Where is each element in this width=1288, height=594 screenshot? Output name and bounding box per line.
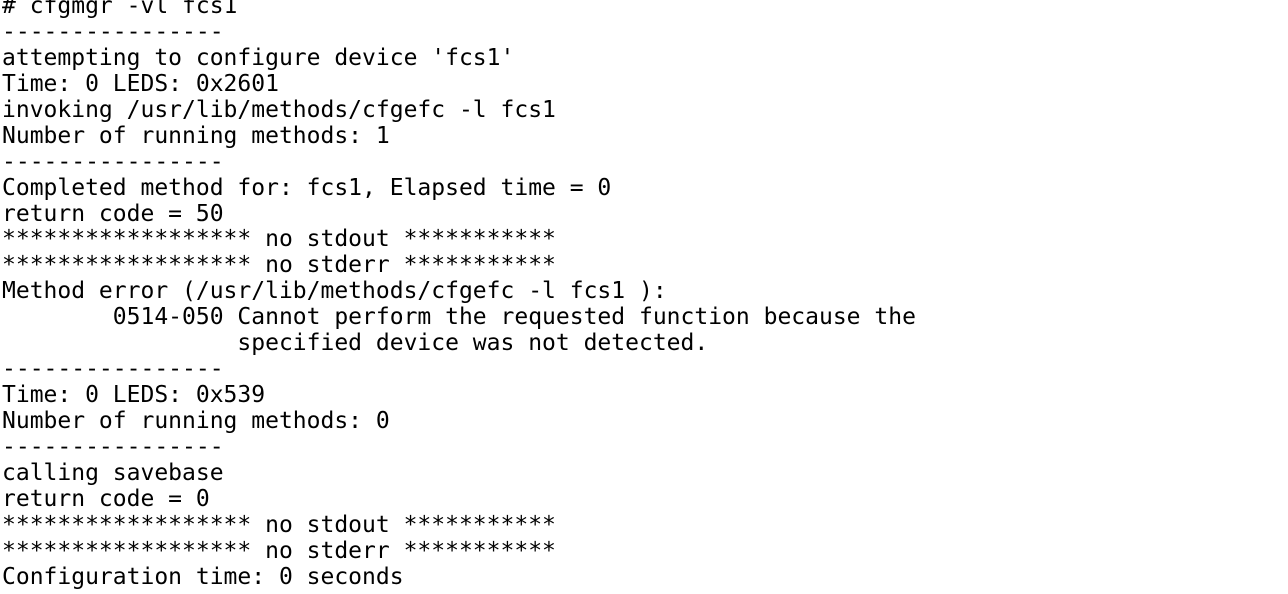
terminal-line-separator: ---------------- bbox=[2, 148, 224, 175]
terminal-line-error: specified device was not detected. bbox=[2, 330, 709, 357]
terminal-line: ****************** no stderr *********** bbox=[2, 252, 556, 279]
terminal-line: attempting to configure device 'fcs1' bbox=[2, 44, 515, 71]
terminal-line: ****************** no stdout *********** bbox=[2, 226, 556, 253]
terminal-line: calling savebase bbox=[2, 459, 224, 486]
terminal-line: return code = 0 bbox=[2, 485, 210, 512]
terminal-line-separator: ---------------- bbox=[2, 433, 224, 460]
terminal-line: Completed method for: fcs1, Elapsed time… bbox=[2, 174, 612, 201]
terminal-line-separator: ---------------- bbox=[2, 356, 224, 383]
terminal-line-error: 0514-050 Cannot perform the requested fu… bbox=[2, 304, 916, 331]
terminal-line: Time: 0 LEDS: 0x2601 bbox=[2, 70, 279, 97]
terminal-line: return code = 50 bbox=[2, 200, 224, 227]
terminal-line: Configuration time: 0 seconds bbox=[2, 563, 404, 590]
terminal-line: Time: 0 LEDS: 0x539 bbox=[2, 382, 266, 409]
terminal-line: ****************** no stdout *********** bbox=[2, 511, 556, 538]
terminal-line: Number of running methods: 1 bbox=[2, 122, 390, 149]
terminal-line: ****************** no stderr *********** bbox=[2, 537, 556, 564]
terminal-line: invoking /usr/lib/methods/cfgefc -l fcs1 bbox=[2, 96, 556, 123]
terminal-line: Number of running methods: 0 bbox=[2, 408, 390, 434]
terminal-line-separator: ---------------- bbox=[2, 18, 224, 45]
terminal-line-command: # cfgmgr -vl fcs1 bbox=[2, 0, 238, 19]
terminal-line-error: Method error (/usr/lib/methods/cfgefc -l… bbox=[2, 278, 667, 305]
